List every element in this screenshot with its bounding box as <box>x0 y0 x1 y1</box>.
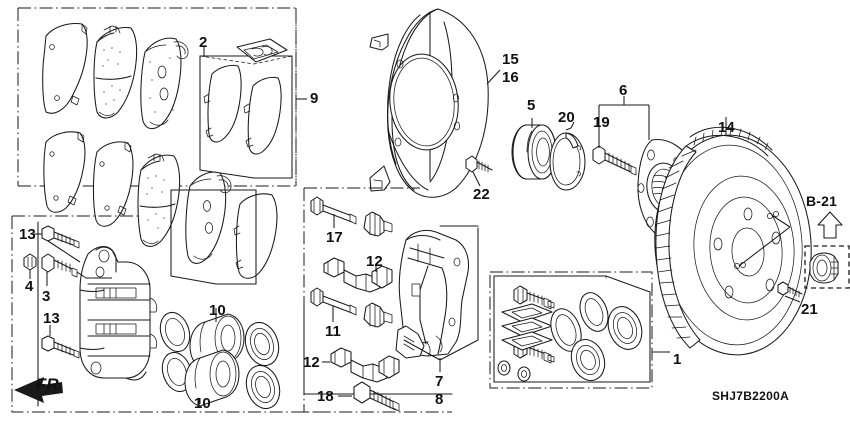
kit-shim-stack <box>501 303 553 351</box>
splash-guard <box>369 8 489 198</box>
callout-21: 21 <box>801 301 818 318</box>
wheel-nut-icon <box>809 252 839 284</box>
brake-pad-lower-2 <box>137 153 181 247</box>
bracket-box <box>403 225 479 372</box>
disc-lug-pointers <box>738 215 791 267</box>
callout-13-upper: 13 <box>19 226 36 243</box>
pin-boot-a <box>363 211 393 237</box>
pad-shim-lower-right <box>233 193 278 279</box>
brake-pad-upper-1 <box>93 25 138 119</box>
front-direction-arrow <box>14 377 63 403</box>
guide-pin-11 <box>310 287 357 322</box>
callout-7: 7 <box>435 373 444 390</box>
callout-10-upper: 10 <box>209 302 226 319</box>
kit-washers <box>497 360 531 382</box>
pad-retainer-clip-lower <box>322 347 400 383</box>
pin-boot-b <box>363 302 393 328</box>
bolt-13-upper <box>34 225 81 263</box>
brake-pad-lower-1 <box>92 141 134 227</box>
piston-seal-set <box>159 311 281 410</box>
pad-shim-lower-left <box>43 131 86 213</box>
bolt-21 <box>777 281 803 303</box>
callout-20: 20 <box>558 109 575 126</box>
b21-reference <box>804 211 850 289</box>
callout-5: 5 <box>527 97 536 114</box>
bolt-22 <box>465 155 493 187</box>
bleeder-screw-3 <box>41 253 112 286</box>
callout-3: 3 <box>42 288 51 305</box>
callout-16: 16 <box>502 69 519 86</box>
callout-2: 2 <box>199 34 208 51</box>
caliper-group-boundary <box>11 215 330 413</box>
callout-8: 8 <box>435 391 444 408</box>
caliper-bracket <box>395 229 469 359</box>
callout-19: 19 <box>593 114 610 131</box>
pad-seal-sheet <box>236 38 288 63</box>
callout-18: 18 <box>317 388 334 405</box>
b21-reference-label: B-21 <box>806 193 838 209</box>
wheel-bearing-5 <box>511 124 557 180</box>
callout-9: 9 <box>310 90 319 107</box>
washer-4 <box>23 253 37 279</box>
leader-6 <box>598 96 650 140</box>
brake-disc <box>654 126 812 356</box>
callout-14: 14 <box>718 119 735 136</box>
pad-shim-group2-a <box>203 64 242 143</box>
caliper-body <box>79 245 158 381</box>
snap-ring-20 <box>549 132 586 191</box>
callout-12-lower: 12 <box>303 354 320 371</box>
callout-17: 17 <box>326 229 343 246</box>
brake-pad-upper-2 <box>140 37 189 130</box>
seal-kit-boundary <box>489 271 653 389</box>
bolt-18 <box>338 381 400 412</box>
callout-10-lower: 10 <box>194 395 211 412</box>
callout-15: 15 <box>502 51 519 68</box>
leader-10 <box>199 308 217 404</box>
callout-13-lower: 13 <box>43 310 60 327</box>
leader-20 <box>565 121 575 131</box>
callout-6: 6 <box>619 82 628 99</box>
pad-shim-upper-left <box>42 23 88 114</box>
pad-retainer-clip-upper <box>323 257 393 293</box>
group-2-lower-box <box>170 189 257 285</box>
kit-seals <box>550 292 643 382</box>
callout-1: 1 <box>673 351 682 368</box>
diagram-code: SHJ7B2200A <box>712 389 790 403</box>
callout-11: 11 <box>325 323 341 340</box>
callout-12-upper: 12 <box>366 253 383 270</box>
pad-shim-group2-b <box>243 76 282 155</box>
bracket-group-boundary <box>303 187 453 413</box>
callout-22: 22 <box>473 186 490 203</box>
bolt-19 <box>592 145 637 176</box>
leader-15-16 <box>486 69 501 85</box>
bolt-13-lower <box>41 325 80 359</box>
front-direction-label: FR. <box>36 375 64 394</box>
brake-pad-lower-3 <box>185 171 232 264</box>
kit-bleeder-upper <box>513 285 555 310</box>
guide-pin-17 <box>310 196 357 228</box>
callout-4: 4 <box>25 278 34 295</box>
